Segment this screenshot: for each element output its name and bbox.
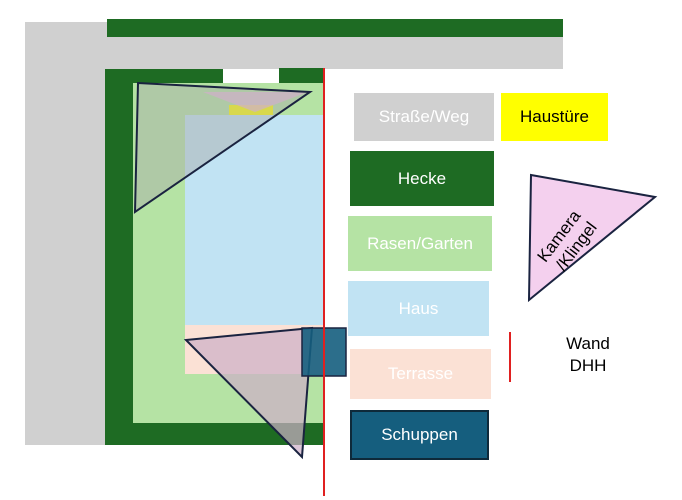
- hedge-top-left: [105, 69, 223, 83]
- camera-fov-top-large: [133, 81, 313, 214]
- legend-road: Straße/Weg: [354, 93, 494, 141]
- legend-hedge: Hecke: [350, 151, 494, 206]
- legend-wall-label-line1: Wand: [566, 334, 610, 353]
- legend-front-door: Haustüre: [501, 93, 608, 141]
- road-vertical: [25, 22, 109, 445]
- legend-wall-label: Wand DHH: [553, 333, 623, 377]
- camera-fov-top-small: [203, 92, 308, 112]
- legend-camera-triangle: [527, 173, 658, 303]
- camera-fov-bottom-outline: [183, 326, 314, 460]
- camera-fov-bottom-pink: [186, 328, 312, 457]
- legend-lawn: Rasen/Garten: [348, 216, 492, 271]
- legend-shed: Schuppen: [350, 410, 489, 460]
- legend-house: Haus: [348, 281, 489, 336]
- hedge-top-strip: [107, 19, 563, 37]
- hedge-left: [105, 69, 135, 445]
- legend-terrace-label: Terrasse: [387, 364, 454, 383]
- legend-house-label: Haus: [398, 298, 439, 318]
- legend-hedge-label: Hecke: [397, 168, 447, 188]
- legend-front-door-label: Haustüre: [520, 107, 589, 126]
- legend-shed-label: Schuppen: [381, 425, 458, 444]
- legend-wall-label-line2: DHH: [569, 356, 607, 375]
- legend-lawn-label: Rasen/Garten: [367, 233, 473, 253]
- hedge-bottom: [105, 423, 324, 445]
- legend-road-label: Straße/Weg: [378, 107, 470, 126]
- legend-terrace: Terrasse: [350, 349, 491, 399]
- house-area: [185, 115, 324, 325]
